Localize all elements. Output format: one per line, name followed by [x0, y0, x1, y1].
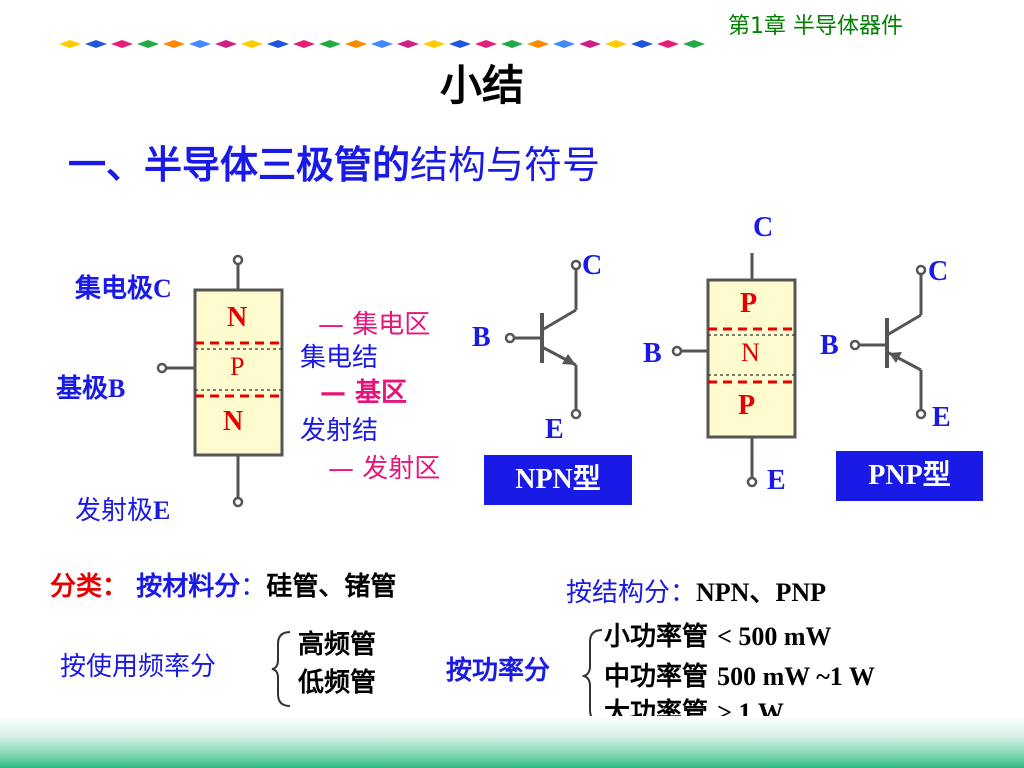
medium-power-item: 中功率管 500 mW ~1 W — [604, 656, 875, 693]
decorative-diamond — [319, 40, 341, 48]
classification-row-material: 分类： 按材料分：硅管、锗管 — [50, 566, 396, 603]
heading-part-2: 结构与符号 — [410, 143, 601, 187]
section-heading: 一、半导体三极管的结构与符号 — [68, 134, 600, 189]
decorative-diamond — [345, 40, 367, 48]
low-frequency-item: 低频管 — [298, 668, 377, 698]
power-brace — [582, 629, 603, 723]
decorative-diamond — [137, 40, 159, 48]
decorative-diamond — [579, 40, 601, 48]
npn-symbol-e: E — [545, 414, 564, 445]
decorative-diamond — [527, 40, 549, 48]
pnp-bottom-region-label: P — [738, 390, 756, 421]
npn-type-badge: NPN型 — [484, 455, 632, 505]
emitter-junction-label: 发射结 — [300, 416, 379, 446]
decorative-diamond-band — [59, 40, 705, 48]
bottom-gradient-band — [0, 716, 1024, 768]
emitter-region-label: — 发射区 — [328, 454, 441, 484]
base-pin-letter: B — [108, 374, 126, 403]
pnp-symbol-e: E — [932, 402, 951, 433]
decorative-diamond — [293, 40, 315, 48]
collector-region-label: — 集电区 — [318, 310, 431, 340]
small-power-label: 小功率管 — [604, 622, 709, 652]
decorative-diamond — [111, 40, 133, 48]
decorative-diamond — [605, 40, 627, 48]
small-power-item: 小功率管 < 500 mW — [604, 616, 832, 653]
decorative-diamond — [85, 40, 107, 48]
decorative-diamond — [449, 40, 471, 48]
pnp-transistor-symbol — [849, 264, 927, 420]
emitter-electrode-label: 发射极E — [75, 490, 170, 527]
by-material-label: 按材料分 — [136, 572, 241, 602]
decorative-diamond — [423, 40, 445, 48]
collector-pin-letter: C — [153, 274, 172, 303]
collector-junction-label: 集电结 — [300, 343, 379, 373]
pnp-mid-region-label: N — [741, 338, 760, 367]
npn-symbol-c: C — [582, 250, 603, 281]
pnp-structure-e: E — [767, 465, 786, 496]
decorative-diamond — [657, 40, 679, 48]
pnp-top-region-label: P — [740, 288, 758, 319]
decorative-diamond — [59, 40, 81, 48]
medium-power-value: 500 mW ~1 W — [717, 662, 875, 691]
heading-part-1: 一、半导体三极管的 — [68, 143, 411, 187]
decorative-diamond — [631, 40, 653, 48]
npn-symbol-b: B — [472, 322, 491, 353]
npn-bottom-region-label: N — [223, 406, 244, 437]
decorative-diamond — [215, 40, 237, 48]
structure-values: NPN、PNP — [696, 578, 826, 607]
collector-electrode-label: 集电极C — [75, 268, 172, 305]
pnp-symbol-c: C — [928, 256, 949, 287]
medium-power-label: 中功率管 — [604, 662, 709, 692]
by-structure-label: 按结构分： — [566, 578, 697, 608]
emitter-label-text: 发射极 — [75, 496, 154, 526]
pnp-structure-diagram — [671, 253, 797, 488]
base-label-text: 基极 — [56, 374, 109, 404]
decorative-diamond — [553, 40, 575, 48]
decorative-diamond — [189, 40, 211, 48]
decorative-diamond — [371, 40, 393, 48]
decorative-diamond — [683, 40, 705, 48]
npn-structure-diagram — [156, 254, 284, 508]
classification-row-structure: 按结构分：NPN、PNP — [566, 572, 826, 609]
npn-transistor-symbol — [504, 259, 582, 420]
decorative-diamond — [241, 40, 263, 48]
pnp-type-badge: PNP型 — [836, 451, 983, 501]
decorative-diamond — [501, 40, 523, 48]
collector-label-text: 集电极 — [75, 274, 154, 304]
base-region-label: — 基区 — [320, 378, 408, 408]
by-material-colon: ： — [240, 572, 267, 602]
chapter-label: 第1章 半导体器件 — [728, 14, 903, 39]
pnp-structure-c: C — [753, 212, 774, 243]
decorative-diamond — [163, 40, 185, 48]
decorative-diamond — [475, 40, 497, 48]
page-title: 小结 — [440, 61, 525, 110]
decorative-diamond — [267, 40, 289, 48]
classification-label: 分类： — [50, 572, 129, 602]
pnp-symbol-b: B — [820, 330, 839, 361]
high-frequency-item: 高频管 — [298, 630, 377, 660]
decorative-diamond — [397, 40, 419, 48]
by-frequency-label: 按使用频率分 — [60, 652, 217, 682]
emitter-pin-letter: E — [153, 496, 171, 525]
npn-top-region-label: N — [227, 302, 248, 333]
frequency-brace — [271, 631, 291, 707]
pnp-structure-b: B — [643, 338, 662, 369]
by-power-label: 按功率分 — [446, 656, 551, 686]
small-power-value: < 500 mW — [717, 622, 832, 651]
npn-mid-region-label: P — [230, 352, 245, 381]
material-values: 硅管、锗管 — [266, 572, 397, 602]
base-electrode-label: 基极B — [56, 368, 125, 405]
